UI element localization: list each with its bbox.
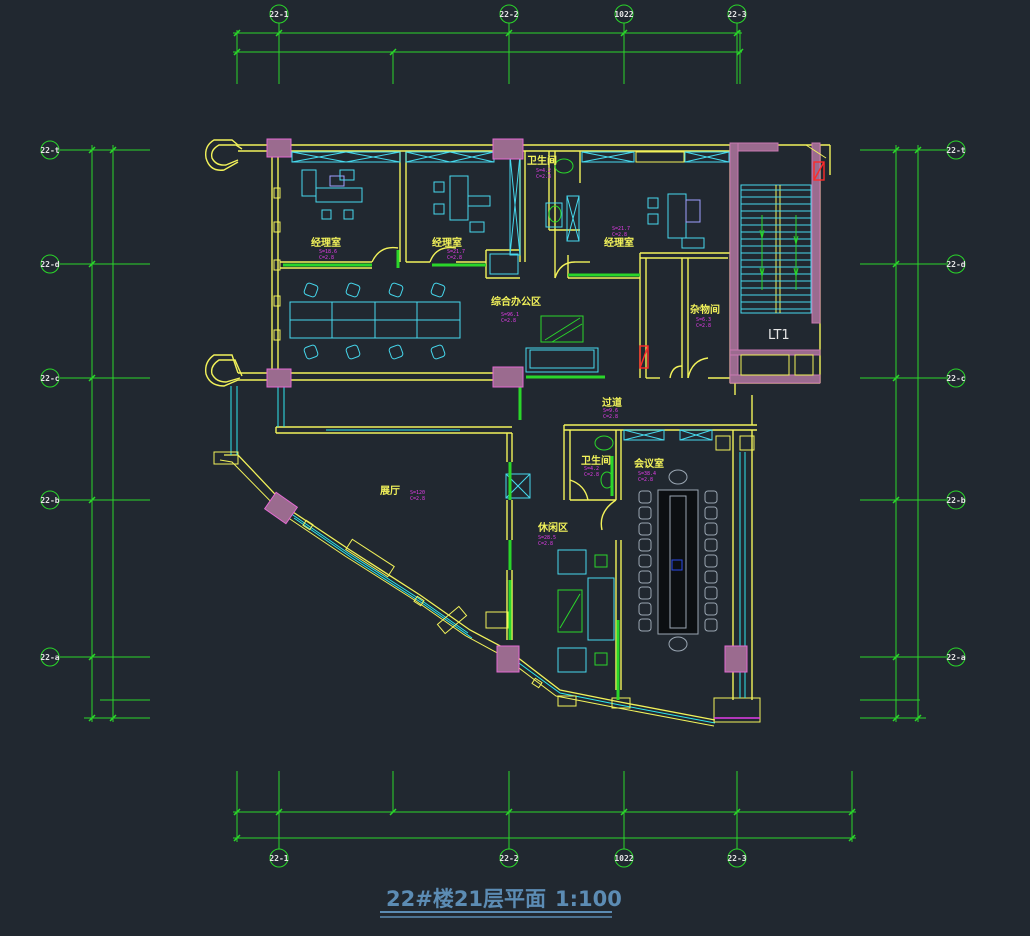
chair (303, 344, 319, 360)
chair (638, 618, 652, 632)
chair (638, 538, 652, 552)
label-manager-room-2: 经理室 (432, 236, 462, 249)
windows (277, 151, 746, 698)
axis-right-5: 22-a (946, 653, 965, 662)
tag-manager-3-area: S=21.7 (612, 226, 630, 232)
axis-right-1: 22-t (946, 146, 965, 155)
columns (263, 138, 748, 673)
tag-meeting-height: C=2.8 (638, 477, 653, 483)
fire-equipment (639, 161, 825, 369)
chair (704, 570, 718, 584)
axis-top-4: 22-3 (727, 10, 746, 19)
chairs-layer (303, 282, 718, 632)
chair (388, 282, 404, 298)
chair (345, 344, 361, 360)
axis-left-3: 22-c (40, 374, 59, 383)
label-hall: 展厅 (380, 485, 400, 497)
drawing-scale: 1:100 (555, 887, 622, 911)
axis-bottom-3: 1022 (614, 854, 633, 863)
axis-right-4: 22-b (946, 496, 965, 505)
curved-perimeter (213, 386, 761, 727)
chair (704, 506, 718, 520)
axis-left-2: 22-d (40, 260, 59, 269)
tag-office-area: S=96.1 (501, 312, 519, 318)
axis-left-1: 22-t (40, 146, 59, 155)
label-storage: 杂物间 (690, 303, 720, 316)
chair (704, 554, 718, 568)
axis-top-2: 22-2 (499, 10, 518, 19)
label-lounge: 休闲区 (537, 521, 568, 534)
axis-bottom-2: 22-2 (499, 854, 518, 863)
tag-manager-3-height: C=2.8 (612, 232, 627, 238)
chair (638, 586, 652, 600)
label-manager-room-1: 经理室 (311, 236, 341, 249)
tag-office-height: C=2.8 (501, 318, 516, 324)
core-walls (729, 142, 821, 384)
chair (638, 570, 652, 584)
axis-left-4: 22-b (40, 496, 59, 505)
chair (704, 490, 718, 504)
axis-right-2: 22-d (946, 260, 965, 269)
tag-manager-2-area: S=21.7 (447, 249, 465, 255)
tag-manager-2-height: C=2.8 (447, 255, 462, 261)
room-area-tags: S=18.6 C=2.8 S=21.7 C=2.8 S=21.7 C=2.8 S… (319, 168, 711, 547)
chair (638, 506, 652, 520)
axis-bottom-4: 22-3 (727, 854, 746, 863)
chair (704, 618, 718, 632)
axis-left-5: 22-a (40, 653, 59, 662)
chair (430, 344, 446, 360)
chair (704, 586, 718, 600)
stair-lt1 (740, 144, 827, 376)
chair (345, 282, 361, 298)
tag-lounge-area: S=28.5 (538, 535, 556, 541)
room-labels: 经理室 经理室 经理室 卫生间 综合办公区 杂物间 过道 卫生间 会议室 展厅 … (311, 154, 720, 534)
label-corridor: 过道 (602, 396, 622, 409)
chair (638, 554, 652, 568)
tag-corridor-area: S=9.6 (603, 408, 618, 414)
tag-wc-2-height: C=2.8 (584, 472, 599, 478)
rugs (540, 315, 584, 633)
label-open-office: 综合办公区 (491, 295, 541, 308)
chair (704, 522, 718, 536)
tag-manager-1-height: C=2.8 (319, 255, 334, 261)
chair (303, 282, 319, 298)
tag-hall-area: S=120 (410, 490, 425, 496)
chair (638, 522, 652, 536)
tag-wc-1-area: S=4.2 (536, 168, 551, 174)
axis-top-1: 22-1 (269, 10, 288, 19)
axis-labels: 22-1 22-2 1022 22-3 22-1 22-2 1022 22-3 … (40, 10, 965, 863)
chair (638, 490, 652, 504)
axis-bottom-1: 22-1 (269, 854, 288, 863)
tag-wc-1-height: C=2.8 (536, 174, 551, 180)
tag-wc-2-area: S=4.2 (584, 466, 599, 472)
label-manager-room-3: 经理室 (604, 236, 634, 249)
tag-manager-1-area: S=18.6 (319, 249, 337, 255)
stair-label: LT1 (768, 328, 790, 343)
tag-hall-height: C=2.8 (410, 496, 425, 502)
drawing-title: 22#楼21层平面 (386, 887, 546, 911)
chair (430, 282, 446, 298)
tag-storage-height: C=2.8 (696, 323, 711, 329)
chair (638, 602, 652, 616)
drawing-title-block: 22#楼21层平面 1:100 (380, 887, 622, 918)
label-meeting-room: 会议室 (634, 457, 664, 470)
chair (388, 344, 404, 360)
chair (704, 538, 718, 552)
tag-storage-area: S=6.3 (696, 317, 711, 323)
label-wc-2: 卫生间 (581, 454, 611, 467)
chair (704, 602, 718, 616)
tag-meeting-area: S=38.4 (638, 471, 656, 477)
axis-right-3: 22-c (946, 374, 965, 383)
label-wc-1: 卫生间 (527, 154, 557, 167)
dimension-grid (60, 22, 946, 850)
furniture (273, 158, 755, 673)
tag-lounge-height: C=2.8 (538, 541, 553, 547)
tag-corridor-height: C=2.8 (603, 414, 618, 420)
axis-top-3: 1022 (614, 10, 633, 19)
axis-bubbles (40, 4, 966, 868)
